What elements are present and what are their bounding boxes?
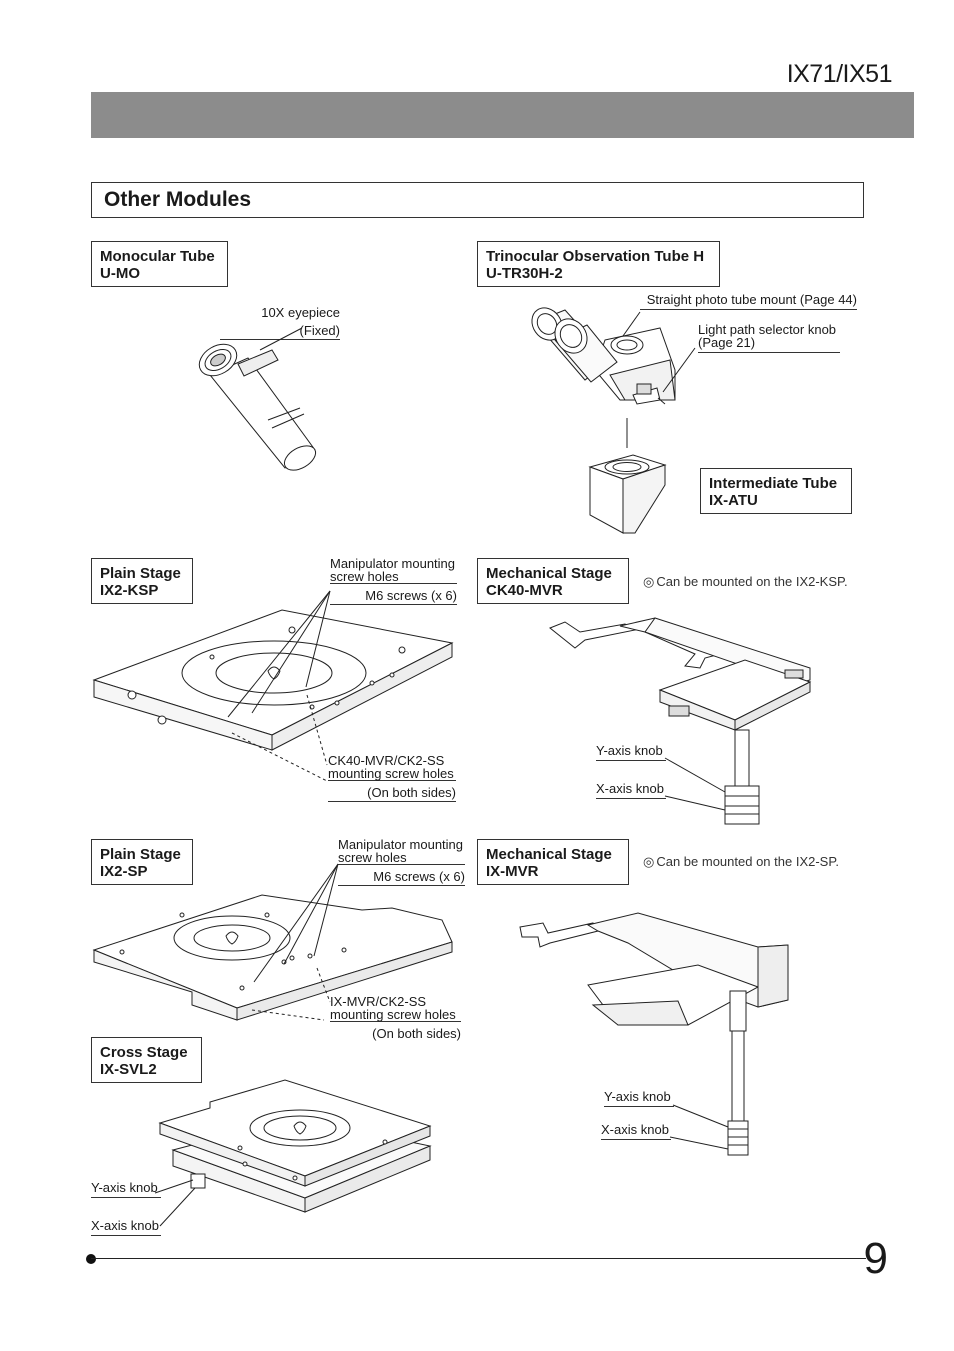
callout-ksp-ck40-holes: CK40-MVR/CK2-SS mounting screw holes (On… [328, 754, 456, 802]
label-intermediate-tube: Intermediate Tube IX-ATU [700, 468, 852, 514]
module-code: IX-ATU [709, 492, 758, 509]
section-title: Other Modules [104, 188, 252, 211]
module-name: Plain Stage [100, 846, 181, 863]
callout-text: (Page 21) [698, 335, 756, 350]
label-mechanical-stage-ck40: Mechanical Stage CK40-MVR [477, 558, 629, 604]
callout-ck40-x-knob: X-axis knob [596, 782, 666, 799]
header-bar [91, 92, 914, 138]
module-code: IX-SVL2 [100, 1061, 157, 1078]
callout-text: mounting screw holes [328, 767, 456, 781]
module-code: IX2-KSP [100, 582, 159, 599]
callout-mvr-y-knob: Y-axis knob [604, 1090, 674, 1107]
plain-stage-sp-illustration [92, 860, 462, 1020]
callout-ck40-y-knob: Y-axis knob [596, 744, 666, 761]
callout-text: (On both sides) [328, 781, 456, 802]
mechanical-stage-mvr-illustration [518, 905, 793, 1165]
remark-text: Can be mounted on the IX2-KSP. [656, 574, 848, 589]
footer-line [91, 1258, 866, 1259]
double-circle-icon: ◎ [643, 854, 655, 869]
callout-text: (On both sides) [372, 1026, 461, 1041]
cross-stage-illustration [155, 1078, 435, 1213]
callout-photo-mount: Straight photo tube mount (Page 44) [640, 293, 857, 310]
intermediate-tube-illustration [585, 455, 675, 537]
module-name: Mechanical Stage [486, 846, 612, 863]
callout-text: Manipulator mounting [330, 556, 456, 571]
module-name: Mechanical Stage [486, 565, 612, 582]
page-number: 9 [863, 1234, 888, 1283]
label-cross-stage: Cross Stage IX-SVL2 [91, 1037, 202, 1083]
section-header: Other Modules [91, 182, 864, 218]
callout-cross-x-knob: X-axis knob [91, 1219, 161, 1236]
callout-text: screw holes [338, 851, 465, 865]
plain-stage-ksp-illustration [92, 585, 462, 795]
callout-text: screw holes [330, 570, 457, 584]
remark-ck40: ◎Can be mounted on the IX2-KSP. [643, 574, 848, 590]
label-plain-stage-sp: Plain Stage IX2-SP [91, 839, 193, 885]
model-title: IX71/IX51 [786, 60, 893, 88]
module-code: CK40-MVR [486, 582, 563, 599]
remark-text: Can be mounted on the IX2-SP. [656, 854, 839, 869]
callout-text: Manipulator mounting [338, 837, 464, 852]
double-circle-icon: ◎ [643, 574, 655, 589]
footer-dot [86, 1254, 96, 1264]
callout-text: M6 screws (x 6) [338, 865, 465, 886]
callout-text: CK40-MVR/CK2-SS [328, 753, 445, 768]
callout-text: M6 screws (x 6) [330, 584, 457, 605]
label-plain-stage-ksp: Plain Stage IX2-KSP [91, 558, 193, 604]
module-code: IX-MVR [486, 863, 539, 880]
module-name: Intermediate Tube [709, 475, 838, 492]
label-monocular-tube: Monocular Tube U-MO [91, 241, 228, 287]
module-name: Cross Stage [100, 1044, 188, 1061]
callout-cross-y-knob: Y-axis knob [91, 1181, 161, 1198]
callout-sp-mvr-holes: IX-MVR/CK2-SS mounting screw holes (On b… [330, 995, 461, 1042]
callout-sp-manipulator: Manipulator mounting screw holes M6 scre… [338, 838, 465, 886]
callout-text: mounting screw holes [330, 1008, 461, 1022]
remark-mvr: ◎Can be mounted on the IX2-SP. [643, 854, 839, 870]
mechanical-stage-ck40-illustration [545, 610, 815, 830]
label-trinocular-tube: Trinocular Observation Tube H U-TR30H-2 [477, 241, 720, 287]
callout-mvr-x-knob: X-axis knob [601, 1123, 671, 1140]
module-name: Trinocular Observation Tube H [486, 248, 705, 265]
module-code: IX2-SP [100, 863, 148, 880]
callout-light-path: Light path selector knob (Page 21) [698, 323, 840, 353]
monocular-tube-illustration [190, 320, 340, 470]
module-name: Plain Stage [100, 565, 181, 582]
callout-text: IX-MVR/CK2-SS [330, 994, 427, 1009]
callout-text: 10X eyepiece [261, 305, 340, 320]
label-mechanical-stage-mvr: Mechanical Stage IX-MVR [477, 839, 629, 885]
callout-text: Light path selector knob [698, 322, 837, 337]
module-code: U-TR30H-2 [486, 265, 563, 282]
module-code: U-MO [100, 265, 140, 282]
callout-ksp-manipulator: Manipulator mounting screw holes M6 scre… [330, 557, 457, 605]
module-name: Monocular Tube [100, 248, 215, 265]
trinocular-tube-illustration [525, 300, 855, 410]
